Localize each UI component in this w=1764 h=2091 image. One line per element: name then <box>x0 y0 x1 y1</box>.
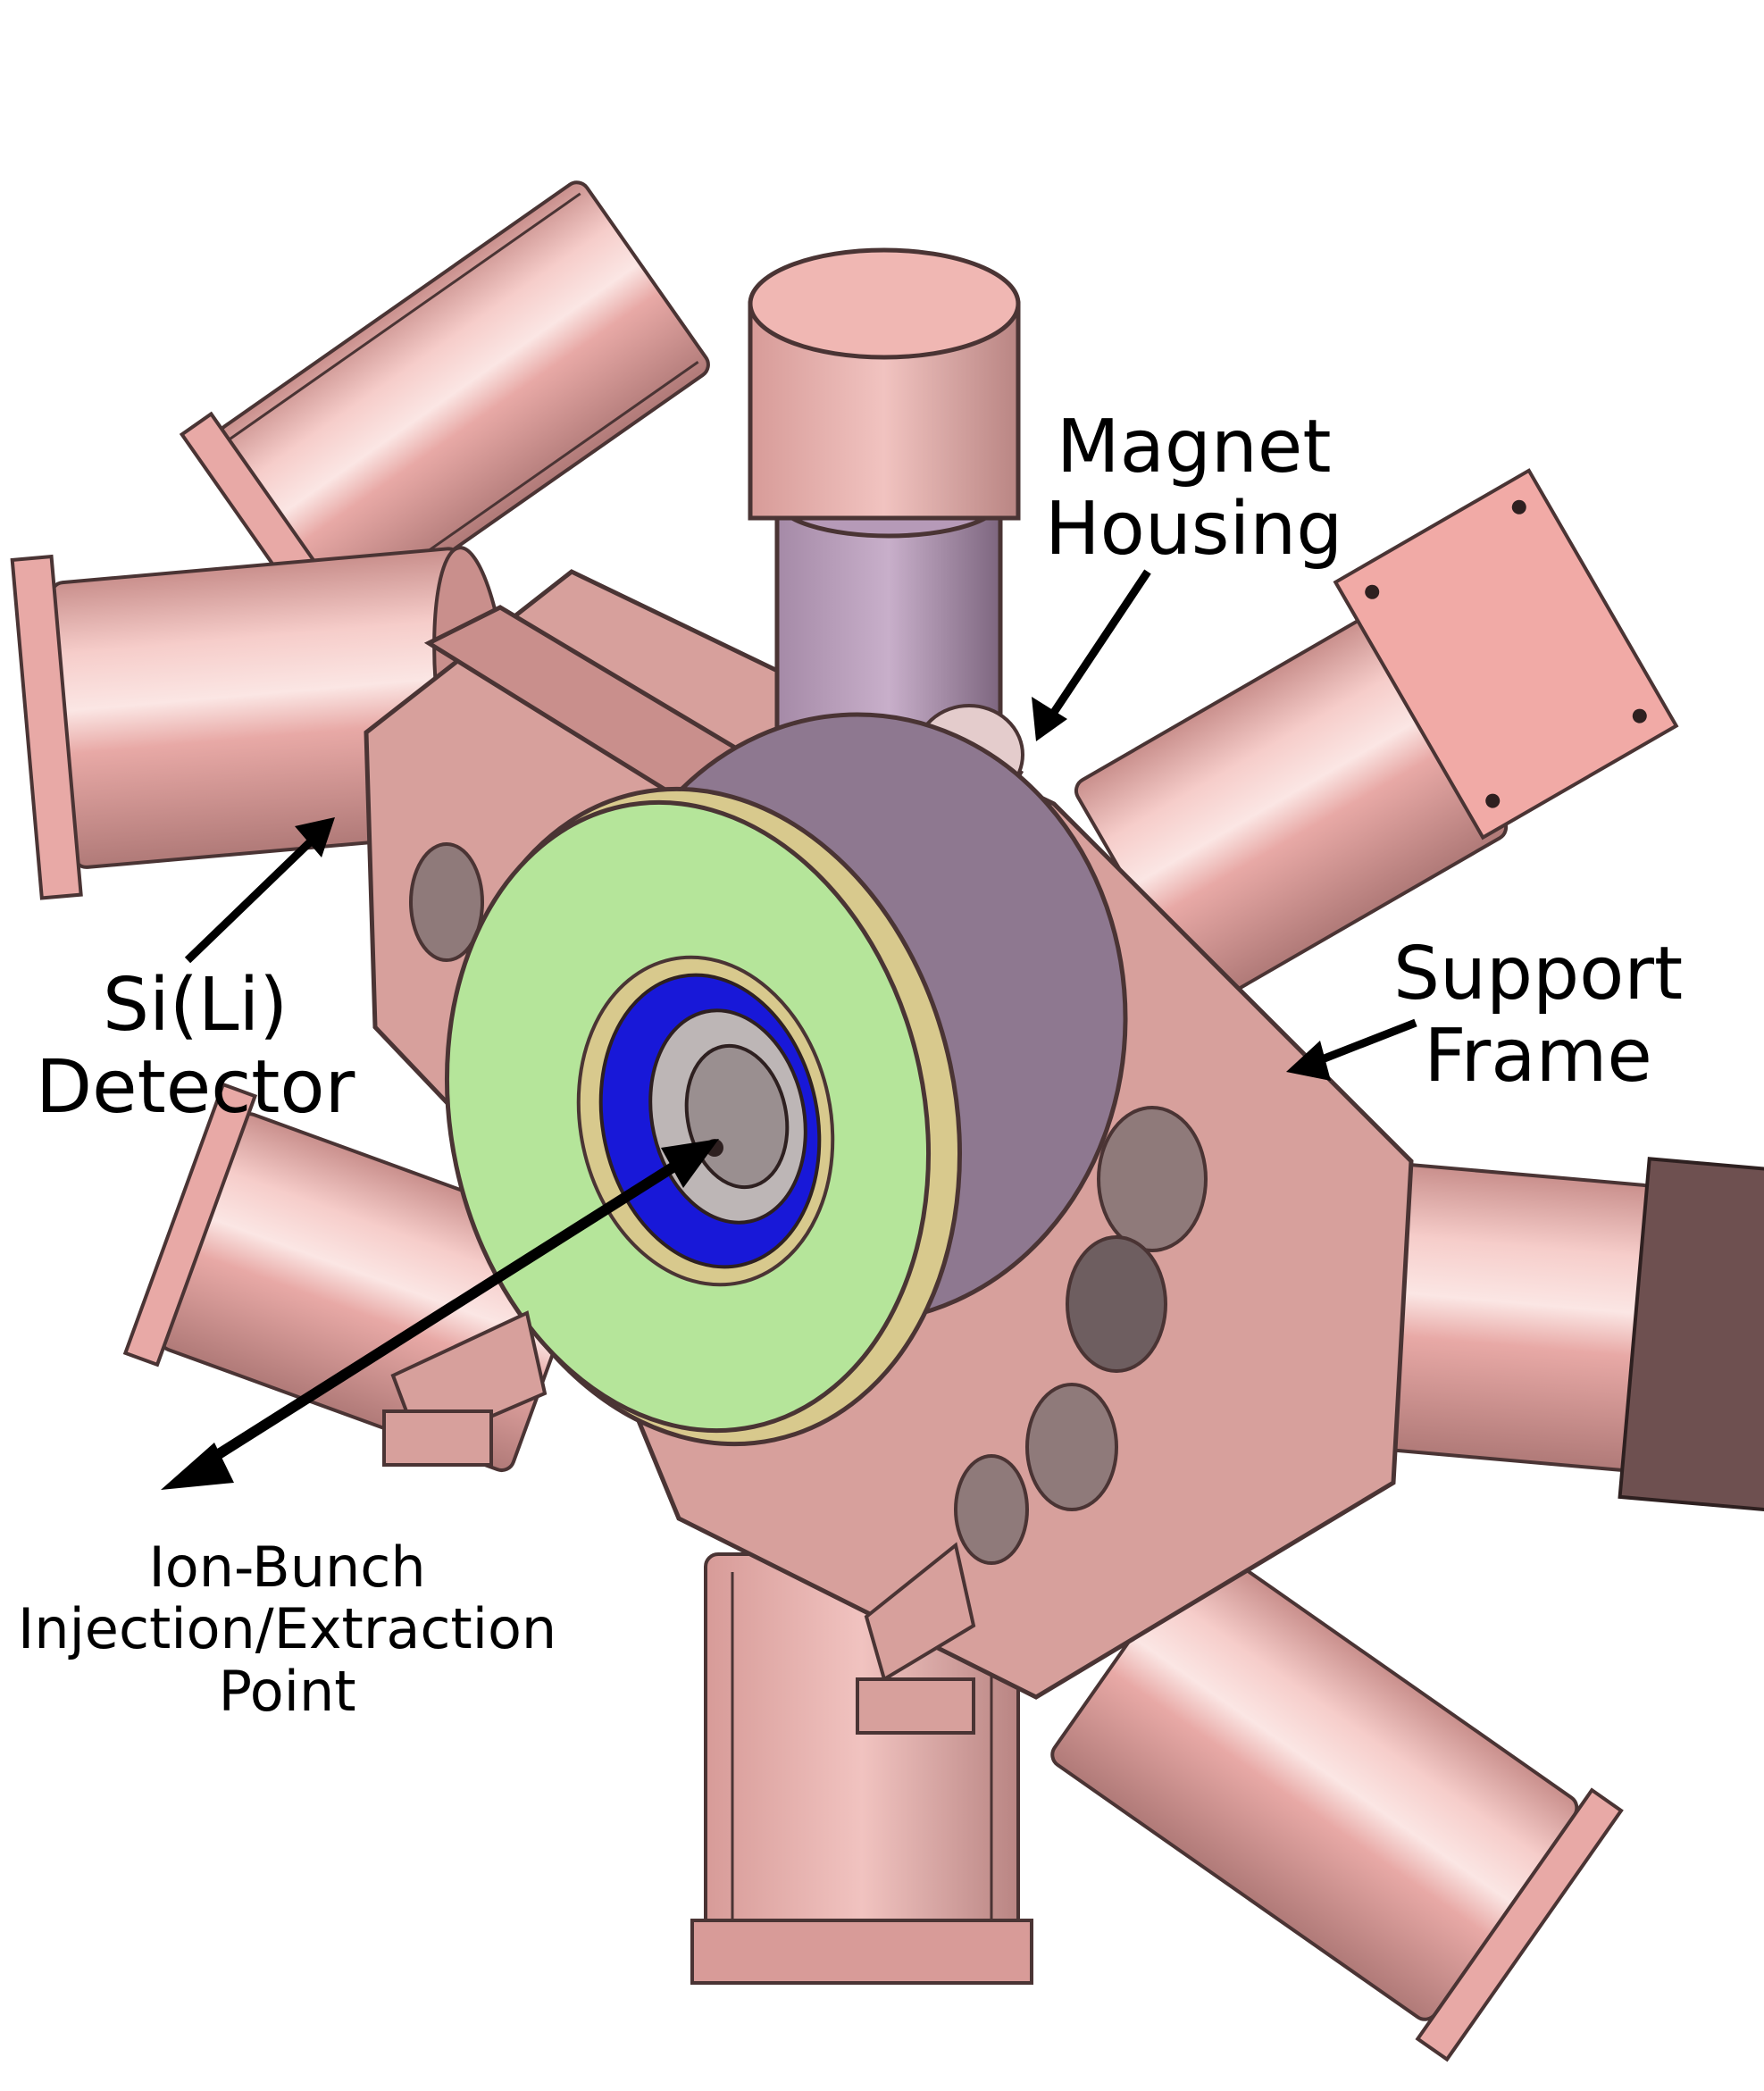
label-ion-bunch-line-2: Injection/Extraction <box>18 1596 557 1662</box>
label-support-frame: Support Frame <box>1393 933 1683 1098</box>
label-sili-detector-line-1: Si(Li) <box>103 963 288 1048</box>
label-support-frame-line-2: Frame <box>1424 1013 1652 1099</box>
mounting-bracket-left <box>382 1310 548 1467</box>
front-flange <box>444 786 962 1447</box>
arrow-sili-detector <box>184 817 335 964</box>
label-sili-detector-line-2: Detector <box>36 1044 355 1130</box>
label-magnet-housing-line-2: Housing <box>1045 486 1343 572</box>
label-magnet-housing-line-1: Magnet <box>1056 405 1332 489</box>
arrow-support-frame <box>1286 1018 1417 1081</box>
label-ion-bunch-line-3: Point <box>218 1658 356 1724</box>
arrow-magnet-housing <box>1032 569 1151 741</box>
detector-cylinder-lower-right <box>1050 1541 1624 2062</box>
label-ion-bunch: Ion-Bunch Injection/Extraction Point <box>18 1535 557 1724</box>
detector-cylinder-upper-right <box>1074 468 1679 1008</box>
label-magnet-housing: Magnet Housing <box>1045 406 1342 571</box>
label-support-frame-line-1: Support <box>1393 932 1684 1016</box>
arrow-ion-bunch <box>161 1139 719 1490</box>
mounting-bracket-bottom <box>856 1542 976 1735</box>
label-ion-bunch-line-1: Ion-Bunch <box>148 1535 426 1600</box>
label-sili-detector: Si(Li) Detector <box>36 965 355 1129</box>
